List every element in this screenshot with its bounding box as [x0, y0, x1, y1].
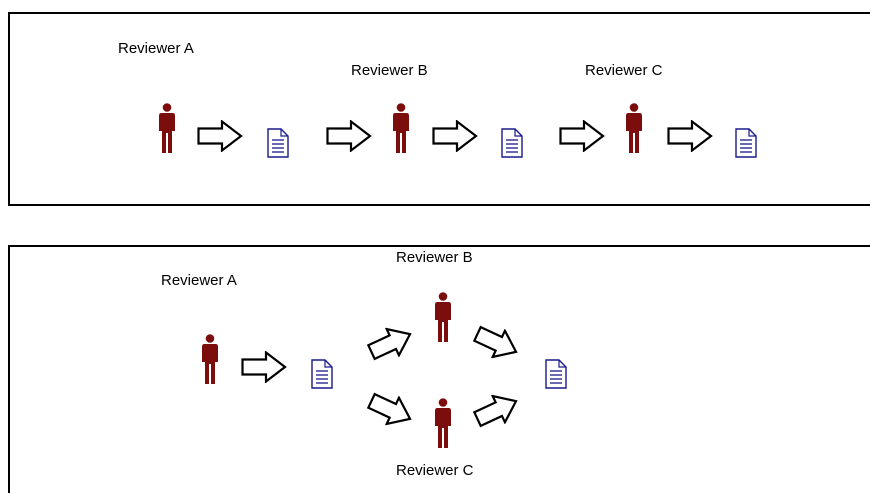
arrow-icon — [326, 120, 372, 152]
arrow-icon — [432, 120, 478, 152]
person-icon — [434, 292, 452, 344]
parallel-reviewer-b-label: Reviewer B — [396, 249, 473, 266]
document-icon — [545, 359, 567, 389]
person-icon — [392, 103, 410, 155]
document-icon — [311, 359, 333, 389]
arrow-icon — [241, 351, 287, 383]
parallel-reviewer-c-label: Reviewer C — [396, 462, 474, 479]
document-icon — [735, 128, 757, 158]
parallel-reviewer-a-label: Reviewer A — [161, 272, 237, 289]
person-icon — [625, 103, 643, 155]
sequential-review-panel — [8, 12, 870, 206]
document-icon — [267, 128, 289, 158]
person-icon — [434, 398, 452, 450]
person-icon — [201, 334, 219, 386]
sequential-reviewer-a-label: Reviewer A — [118, 40, 194, 57]
sequential-reviewer-b-label: Reviewer B — [351, 62, 428, 79]
person-icon — [158, 103, 176, 155]
parallel-review-panel — [8, 245, 870, 493]
arrow-icon — [197, 120, 243, 152]
sequential-reviewer-c-label: Reviewer C — [585, 62, 663, 79]
arrow-icon — [667, 120, 713, 152]
document-icon — [501, 128, 523, 158]
arrow-icon — [559, 120, 605, 152]
